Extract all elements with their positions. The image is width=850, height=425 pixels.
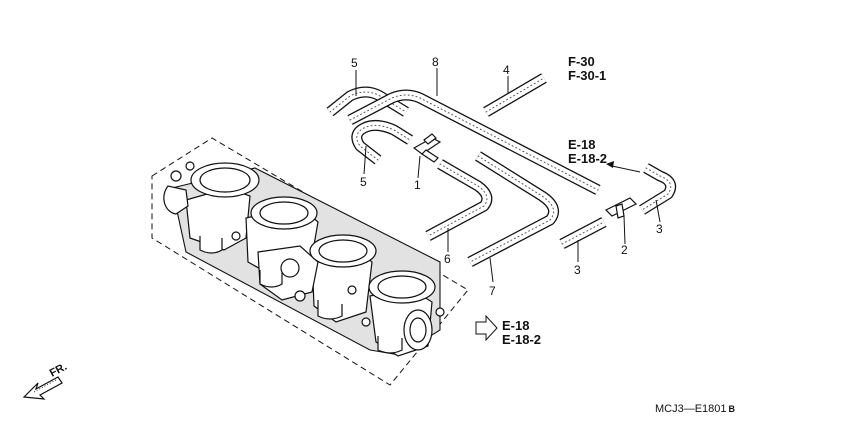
leader-lines	[355, 68, 661, 283]
ref-f-30: F-30	[568, 54, 595, 69]
hose-7	[467, 151, 560, 267]
callout-2: 2	[621, 243, 628, 257]
reference-labels: F-30 F-30-1 E-18 E-18-2 E-18 E-18-2	[475, 54, 607, 347]
ref-e-18-mid: E-18	[568, 137, 595, 152]
port-3	[317, 300, 343, 320]
callout-8: 8	[432, 55, 439, 69]
hose-8	[347, 89, 601, 195]
front-label: FR.	[48, 361, 69, 380]
callout-3-lower: 3	[574, 263, 581, 277]
hoses	[326, 73, 677, 267]
callout-5-upper: 5	[351, 56, 358, 70]
hose-4	[483, 73, 547, 117]
ref-e-18-bottom: E-18	[502, 318, 529, 333]
hose-6	[425, 159, 493, 241]
callout-4: 4	[503, 63, 510, 77]
hose-3-short	[559, 217, 607, 249]
hose-5-lower	[351, 119, 413, 165]
ref-e-18-2-mid: E-18-2	[568, 151, 607, 166]
callout-6: 6	[444, 252, 451, 266]
callout-3-right: 3	[656, 222, 663, 236]
front-indicator: FR.	[22, 361, 69, 400]
reference-arrow-icon	[475, 314, 498, 342]
port-2	[259, 270, 283, 288]
throttle-body-assembly	[151, 137, 469, 386]
hose-3-elbow	[639, 163, 677, 215]
callout-7: 7	[489, 284, 496, 298]
port-4	[377, 336, 403, 354]
callout-5-lower: 5	[360, 175, 367, 189]
callouts: 5 8 4 5 1 6 7 3 2 3	[351, 55, 663, 298]
joint-2	[604, 197, 638, 219]
front-arrow-icon	[22, 376, 63, 400]
ref-f-30-1: F-30-1	[568, 68, 606, 83]
joint-1	[412, 133, 442, 163]
left-end-fitting	[163, 185, 189, 215]
callout-1: 1	[414, 178, 421, 192]
linkage-pulley	[280, 258, 300, 278]
port-1	[199, 236, 223, 254]
hose-5-upper	[326, 86, 409, 117]
ref-e-18-2-bottom: E-18-2	[502, 332, 541, 347]
linkage-bolt	[294, 290, 306, 302]
